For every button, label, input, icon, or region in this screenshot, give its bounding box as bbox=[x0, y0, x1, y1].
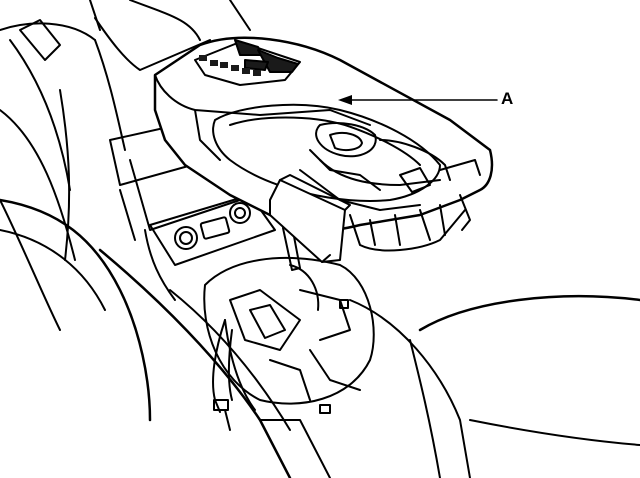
shifter-mechanism bbox=[203, 225, 375, 414]
steering-wheel-edge bbox=[0, 89, 152, 422]
console-cover-part-a bbox=[153, 36, 494, 263]
switch-panel bbox=[149, 194, 276, 266]
wire-harness bbox=[212, 319, 233, 431]
dashboard-outline bbox=[0, 0, 251, 331]
callout-label-a: A bbox=[501, 89, 514, 108]
floor-console bbox=[98, 248, 640, 478]
callout-leader bbox=[338, 95, 498, 105]
